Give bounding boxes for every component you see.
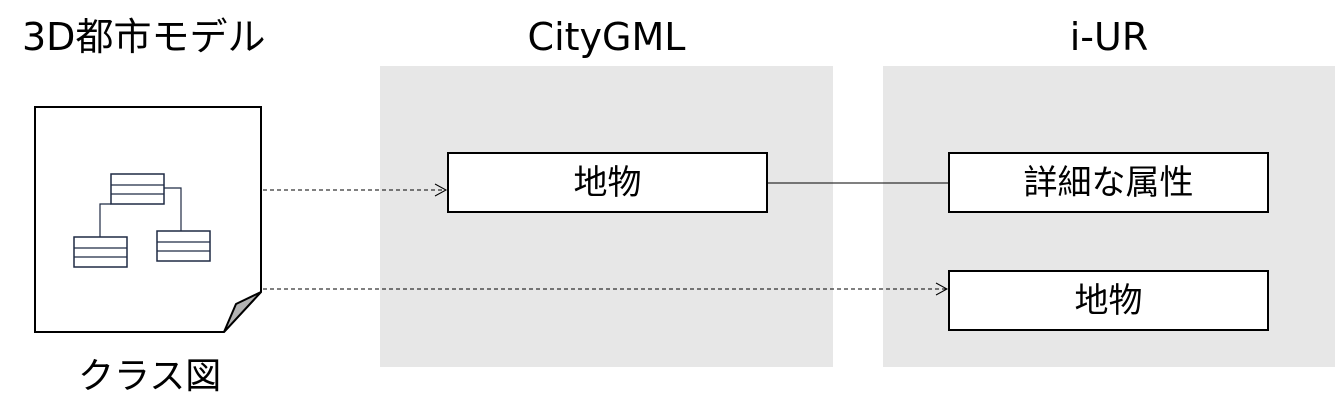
i-ur-detailed-attribute-box: 詳細な属性	[948, 152, 1269, 213]
i-ur-feature-box: 地物	[948, 270, 1269, 331]
uml-class-icon-right	[156, 230, 211, 262]
dashed-arrow-to-i-ur-feature	[263, 282, 949, 296]
heading-i-ur: i-UR	[1069, 15, 1149, 59]
dashed-arrow-to-citygml-feature	[263, 183, 448, 197]
citygml-feature-box: 地物	[447, 152, 768, 213]
heading-3d-city-model: 3D都市モデル	[22, 15, 266, 59]
uml-class-icon-top	[110, 173, 165, 205]
class-diagram-document-icon	[34, 106, 262, 333]
citygml-panel	[380, 66, 833, 367]
heading-citygml: CityGML	[527, 15, 686, 59]
class-diagram-caption: クラス図	[78, 356, 222, 397]
uml-class-icon-left	[73, 236, 128, 268]
